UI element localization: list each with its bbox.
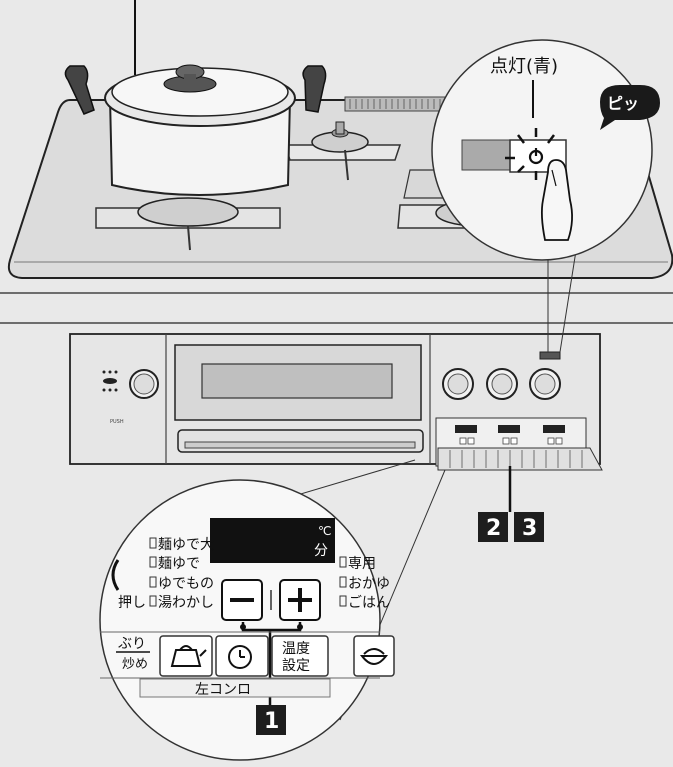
menu-item-gohan: ごはん [348,595,390,611]
stove-front: PUSH [70,334,602,470]
cut-label-oshi: 押し [118,595,146,611]
kettle-button[interactable] [160,636,212,676]
plus-button[interactable] [280,580,320,620]
svg-text:2: 2 [486,516,501,541]
zoom-circle-panel: ℃ 分 麺ゆで大 麺ゆで ゆでもの 湯わかし 押し 専用 おかゆ ごはん [100,480,394,760]
left-burner-knob[interactable] [443,369,473,399]
menu-item-okayu: おかゆ [348,576,390,592]
section-label-left-burner: 左コンロ [195,682,251,698]
badge-1: 1 [256,705,286,735]
temp-setting-line1: 温度 [282,641,310,657]
display-unit-celsius: ℃ [318,524,331,538]
svg-text:3: 3 [522,516,537,541]
rice-button[interactable] [354,636,394,676]
cut-label-itame: 炒め [122,657,148,672]
timer-button[interactable] [216,636,268,676]
temp-setting-button[interactable]: 温度 設定 [272,636,328,676]
push-label: PUSH [110,419,124,425]
temp-setting-line2: 設定 [282,658,310,674]
led-on-label: 点灯(青) [490,56,558,77]
menu-item-men-yude-dai: 麺ゆで大 [158,537,214,553]
menu-item-men-yude: 麺ゆで [158,556,200,572]
display-unit-minutes: 分 [314,543,328,559]
grill-knob[interactable] [130,370,158,398]
menu-item-yuwakashi: 湯わかし [158,594,214,611]
cut-label-buri: ぶり [118,636,146,652]
menu-item-senyou: 専用 [348,556,376,572]
beep-text: ピッ [607,94,639,113]
power-button-small[interactable] [540,352,560,359]
badge-2: 2 [478,512,508,542]
svg-text:1: 1 [264,709,279,734]
minus-button[interactable] [222,580,262,620]
right-burner-knob[interactable] [530,369,560,399]
badge-3: 3 [514,512,544,542]
menu-item-yudemono: ゆでもの [158,576,214,592]
back-burner-knob[interactable] [487,369,517,399]
